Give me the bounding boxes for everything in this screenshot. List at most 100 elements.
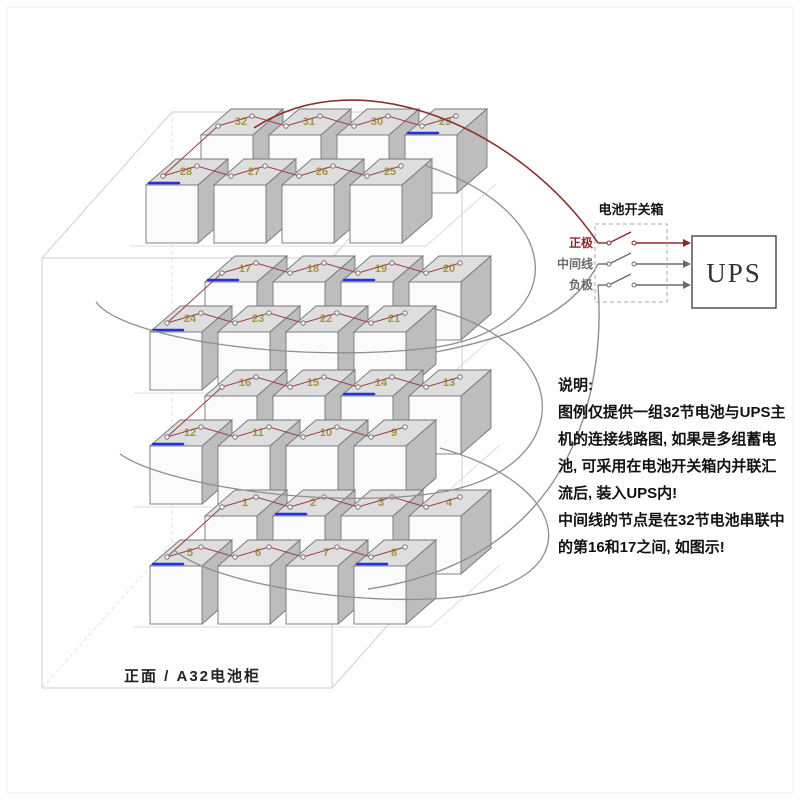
notes-heading: 说明: [558,376,593,394]
switch-blade [610,273,632,285]
positive-wire-label: 正极 [569,235,594,250]
cabinet-caption: 正面 / A32电池柜 [124,667,261,685]
battery-terminal [266,424,272,430]
battery-number: 25 [384,166,396,178]
switch-pivot [606,282,612,288]
battery-terminal [253,494,259,500]
battery: 9 [352,419,438,505]
battery-number: 6 [255,547,261,559]
battery-terminal [364,173,370,179]
cabinet-edge [41,111,173,259]
battery-number: 24 [184,313,197,325]
battery-number: 21 [388,313,400,325]
battery-number: 5 [187,547,193,559]
arrow-head [683,260,691,268]
battery-front [213,184,267,244]
battery-terminal [423,384,429,390]
battery-terminal [334,544,340,550]
battery-number: 13 [443,377,455,389]
page-frame [6,6,794,794]
battery-terminal [368,554,374,560]
battery-terminal [266,310,272,316]
battery-terminal [334,310,340,316]
battery-number: 2 [310,497,316,509]
battery-terminal [368,434,374,440]
battery-terminal [198,424,204,430]
battery-terminal [198,544,204,550]
battery-terminal [321,374,327,380]
row-link-wire [162,125,219,177]
middle-feed-wire [435,263,599,353]
battery-number: 11 [252,427,264,439]
series-wire [221,262,461,274]
battery-number: 28 [180,166,192,178]
switch-pivot [631,240,637,246]
battery-terminal [296,173,302,179]
negative-feed-wire [367,284,600,590]
ups-box [691,235,777,309]
battery-number: 22 [320,313,332,325]
battery-terminal [321,260,327,266]
battery-terminal [355,504,361,510]
row-link-wire [166,506,223,558]
switch-pivot [606,261,612,267]
notes-line: 中间线的节点是在32节电池串联中 [558,511,785,529]
battery-front [353,565,407,625]
switch-box-title: 电池开关箱 [598,202,663,217]
series-wire [217,115,457,127]
switch-blade [610,252,632,264]
battery-front [281,184,335,244]
battery-terminal [232,434,238,440]
row-link-wire [166,272,223,324]
switch-blade [610,231,632,243]
battery-front [349,184,403,244]
battery-number: 16 [239,377,251,389]
battery-number: 9 [391,427,397,439]
series-wire [166,312,406,324]
battery-number: 30 [371,116,383,128]
battery-terminal [457,494,463,500]
battery-terminal [287,504,293,510]
notes-line: 池, 可采用在电池开关箱内并联汇 [558,457,776,475]
series-wire [162,165,402,177]
battery-terminal [402,544,408,550]
battery-terminal [334,424,340,430]
interconnect-wire [119,307,543,500]
battery-number: 10 [320,427,332,439]
battery-terminal [423,270,429,276]
negative-wire-label: 负极 [569,277,594,292]
series-wire [221,496,461,508]
series-wire [166,426,406,438]
row-link-wire [166,386,223,438]
battery-terminal [457,374,463,380]
battery-number: 3 [378,497,384,509]
battery-terminal [262,163,268,169]
battery-terminal [389,260,395,266]
battery-terminal [385,113,391,119]
battery-terminal [330,163,336,169]
battery-front [149,565,203,625]
battery-terminal [355,270,361,276]
battery-terminal [317,113,323,119]
battery-terminal [164,434,170,440]
battery-number: 17 [239,263,251,275]
battery-terminal [300,320,306,326]
series-wire [221,376,461,388]
battery-terminal [389,374,395,380]
battery-number: 14 [375,377,388,389]
battery-terminal [249,113,255,119]
battery-terminal [266,544,272,550]
battery-number: 15 [307,377,319,389]
battery-number: 18 [307,263,319,275]
switch-box-outline [594,223,668,303]
battery-terminal [219,384,225,390]
battery-terminal [219,270,225,276]
battery-number: 12 [184,427,196,439]
battery-terminal [253,260,259,266]
battery-terminal [283,123,289,129]
battery-terminal [300,434,306,440]
battery: 8 [352,539,438,625]
